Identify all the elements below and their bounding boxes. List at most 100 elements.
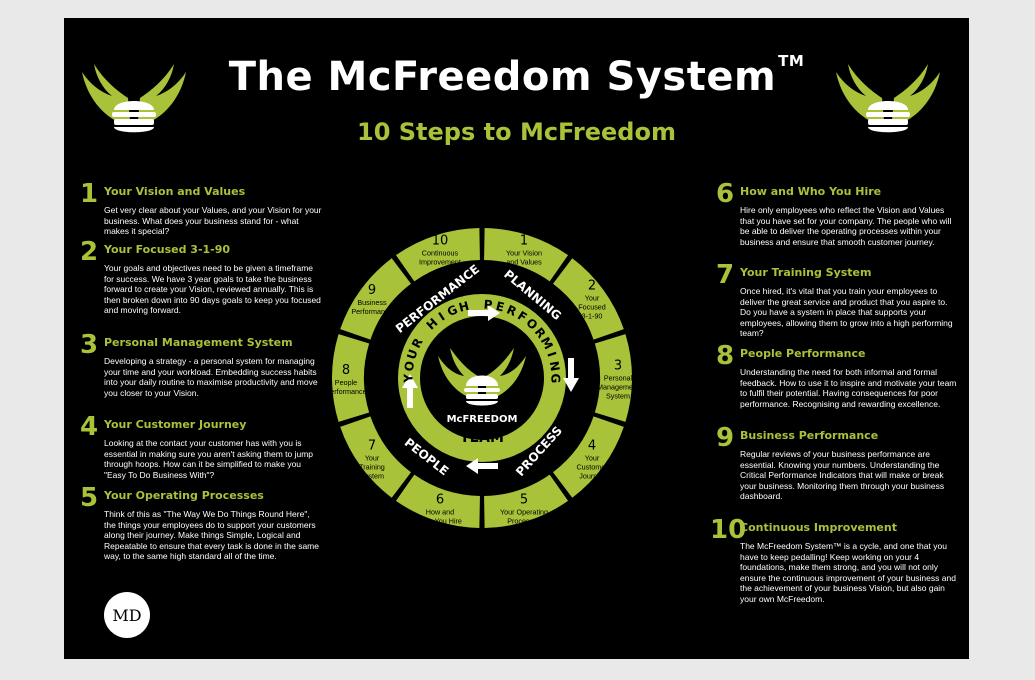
step-body: Regular reviews of your business perform… <box>740 449 945 502</box>
wheel-segment-label: System <box>360 471 384 480</box>
wheel-segment-10 <box>395 228 480 282</box>
wheel-segment-label: Improvement <box>419 258 461 267</box>
wheel-segment-7 <box>340 416 411 498</box>
step-body: Once hired, it's vital that you train yo… <box>740 286 953 339</box>
wheel-segment-8 <box>332 334 370 422</box>
step-heading: Your Training System <box>740 266 872 279</box>
wheel-segment-number: 4 <box>588 438 596 453</box>
step-heading: Your Vision and Values <box>104 185 246 198</box>
wheel-segment-4 <box>553 416 624 498</box>
arrow-up-icon <box>402 374 418 408</box>
wheel-segment-label: Your <box>365 453 380 462</box>
step-number: 6 <box>716 179 735 209</box>
step-heading: Your Operating Processes <box>104 489 264 502</box>
step-number: 5 <box>80 483 99 513</box>
wheel-segment-label: Customer <box>576 462 608 471</box>
arc-letter: G <box>548 373 562 383</box>
wheel-segment-label: Your <box>585 294 600 303</box>
wheel-segment-label: Continuous <box>422 249 459 258</box>
winged-burger-icon <box>836 64 940 133</box>
wheel-segment-label: and Values <box>506 258 542 267</box>
wheel-segment-label: System <box>606 392 630 401</box>
arrow-left-icon <box>466 458 498 474</box>
step-number: 9 <box>716 423 735 453</box>
arc-letter: P <box>483 297 493 312</box>
wheel-segment-number: 2 <box>588 279 596 294</box>
step-body: Get very clear about your Values, and yo… <box>104 205 322 237</box>
step-body: Developing a strategy - a personal syste… <box>104 356 318 398</box>
wheel-segment-label: Processes <box>507 516 541 525</box>
wheel-segment-label: Management <box>597 383 632 392</box>
wheel-segment-5 <box>484 474 569 528</box>
step-heading: Personal Management System <box>104 336 293 349</box>
wheel-segment-label: Journey <box>579 471 605 480</box>
logo-letters: MD <box>112 606 141 625</box>
wheel-segment-number: 9 <box>368 283 376 298</box>
step-heading: People Performance <box>740 347 866 360</box>
step-heading: How and Who You Hire <box>740 185 882 198</box>
arrow-right-icon <box>468 305 500 321</box>
arc-letter: H <box>457 299 470 315</box>
step-body: Think of this as "The Way We Do Things R… <box>104 509 319 562</box>
wheel-segment-label: 3-1-90 <box>582 312 603 321</box>
wheel-segment-number: 8 <box>342 363 350 378</box>
winged-burger-icon <box>82 64 186 133</box>
arc-letter: O <box>402 360 417 372</box>
wheel-segment-label: Your Operating <box>500 507 548 516</box>
wheel-segment-label: Personal <box>604 374 632 383</box>
wheel-segment-label: Your <box>585 453 600 462</box>
step-body: Understanding the need for both informal… <box>740 367 957 409</box>
arrow-down-icon <box>563 358 579 392</box>
winged-burger-icon <box>438 348 526 406</box>
wheel-segment-number: 1 <box>520 234 528 249</box>
wheel-segment-number: 10 <box>432 234 449 249</box>
wheel-segment-label: How and <box>426 507 454 516</box>
step-heading: Your Customer Journey <box>104 418 247 431</box>
arc-letter: Y <box>401 374 415 384</box>
step-body: Looking at the contact your customer has… <box>104 438 314 480</box>
step-body: Your goals and objectives need to be giv… <box>104 263 321 316</box>
wheel-segment-label: Business <box>357 298 387 307</box>
arc-letter: U <box>404 348 420 362</box>
wheel-segment-label: Who You Hire <box>418 516 462 525</box>
center-team-label: TEAM <box>460 430 504 446</box>
step-number: 3 <box>80 330 99 360</box>
arc-letter: E <box>494 299 505 315</box>
wheel-segment-3 <box>594 334 632 422</box>
step-heading: Continuous Improvement <box>740 521 897 534</box>
step-body: The McFreedom System™ is a cycle, and on… <box>740 541 956 604</box>
arc-letter: I <box>544 350 559 359</box>
wheel-segment-label: Performance <box>351 307 392 316</box>
arc-letter: M <box>538 335 556 352</box>
step-heading: Your Focused 3-1-90 <box>104 243 231 256</box>
wheel-segment-label: People <box>335 378 357 387</box>
step-number: 4 <box>80 412 99 442</box>
wheel-segment-9 <box>340 258 411 340</box>
wheel-segment-number: 3 <box>614 359 622 374</box>
wheel-segment-2 <box>553 258 624 340</box>
arc-letter: N <box>547 360 562 372</box>
step-number: 7 <box>716 260 735 290</box>
wheel-segment-number: 6 <box>436 492 444 507</box>
step-number: 1 <box>80 179 99 209</box>
title-text: The McFreedom System <box>228 54 777 100</box>
trademark-mark: TM <box>778 52 805 70</box>
step-body: Hire only employees who reflect the Visi… <box>740 205 952 247</box>
center-brand-label: McFREEDOM <box>447 414 518 425</box>
wheel-segment-label: Training <box>359 462 385 471</box>
wheel-segment-number: 7 <box>368 438 376 453</box>
wheel-segment-1 <box>484 228 569 282</box>
wheel-segment-label: Performance <box>332 387 367 396</box>
wheel-segment-number: 5 <box>520 492 528 507</box>
step-number: 10 <box>710 515 747 545</box>
arc-letter: I <box>436 309 447 323</box>
step-number: 8 <box>716 341 735 371</box>
md-logo-icon: MD <box>104 592 150 638</box>
wheel-segment-label: Your Vision <box>506 249 542 258</box>
wheel-segment-6 <box>395 474 480 528</box>
page-subtitle: 10 Steps to McFreedom <box>357 118 676 146</box>
